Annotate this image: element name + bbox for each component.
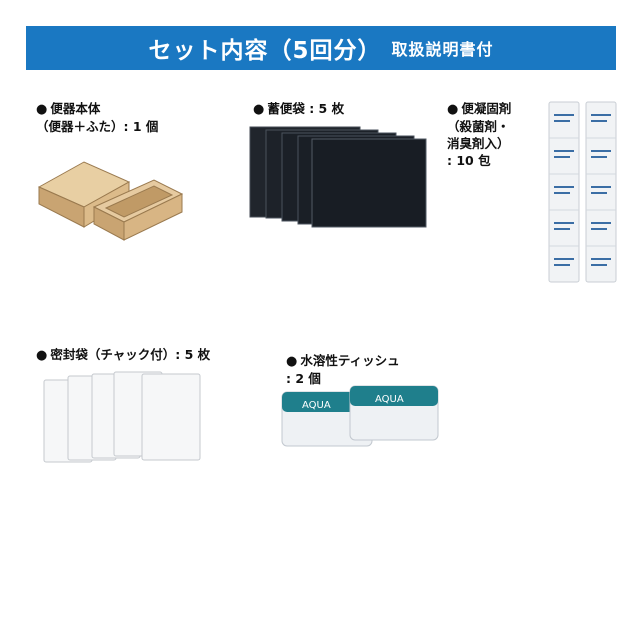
header-banner: セット内容（5回分） 取扱説明書付 [26,26,616,70]
bullet-icon: ● [253,102,265,117]
bullet-icon: ● [36,102,48,117]
header-subtitle: 取扱説明書付 [391,40,494,59]
item-label-toilet: ●便器本体 （便器＋ふた）: 1 個 [36,101,159,134]
zipper-bags-image [43,371,201,463]
header-title: セット内容（5回分） [148,38,382,64]
bullet-icon: ● [36,348,48,363]
bullet-icon: ● [286,354,298,369]
item-label-sealed-bags: ●密封袋（チャック付）: 5 枚 [36,347,211,363]
item-label-coagulant: ●便凝固剤 （殺菌剤・ 消臭剤入） : 10 包 [447,101,512,168]
tissue-brand-left: AQUA [302,400,331,411]
cardboard-box-image [37,161,184,241]
item-label-tissue: ●水溶性ティッシュ : 2 個 [286,353,400,386]
tissue-brand-right: AQUA [375,394,404,405]
black-bags-image [249,126,427,228]
bullet-icon: ● [447,102,459,117]
coagulant-packets-image [548,101,617,283]
tissue-packs-image: AQUA AQUA [281,385,439,447]
item-label-waste-bags: ●蓄便袋 : 5 枚 [253,101,345,117]
